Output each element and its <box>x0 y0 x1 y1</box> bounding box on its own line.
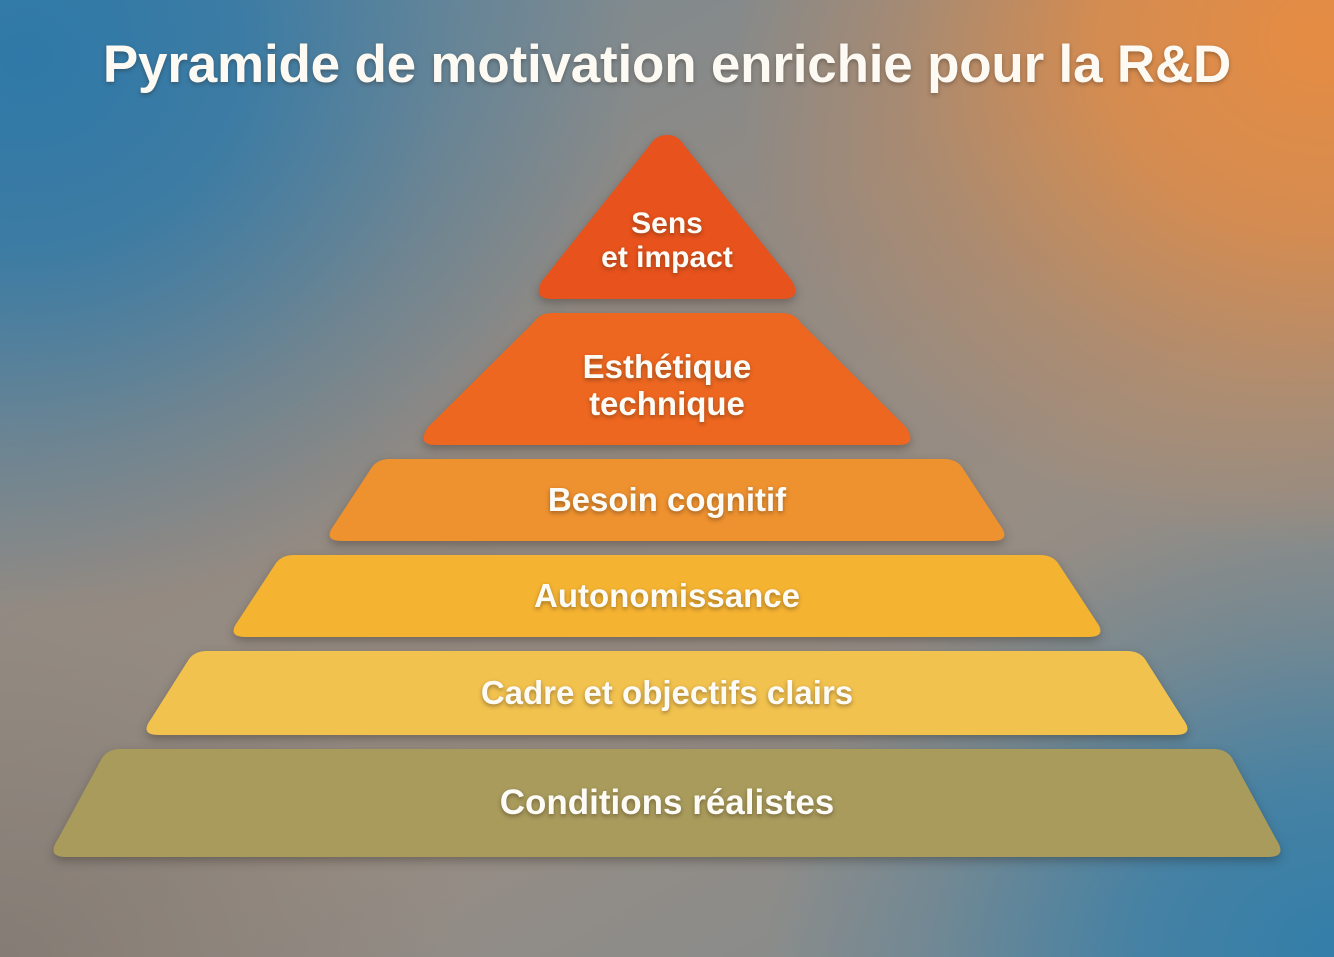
page-title: Pyramide de motivation enrichie pour la … <box>102 35 1232 94</box>
pyramid-tier-5-shape <box>146 651 1188 735</box>
pyramid-tier-6-shape <box>53 749 1281 857</box>
pyramid-tier-3[interactable]: Besoin cognitif <box>320 455 1014 545</box>
pyramid-tier-4[interactable]: Autonomissance <box>224 551 1110 641</box>
pyramid-tier-1[interactable]: Sens et impact <box>530 131 804 303</box>
pyramid-tier-3-shape <box>329 459 1005 541</box>
pyramid-tier-6[interactable]: Conditions réalistes <box>44 745 1290 861</box>
pyramid-tier-4-shape <box>233 555 1101 637</box>
pyramid-chart: Sens et impact Esthétique technique Beso… <box>0 131 1334 891</box>
pyramid-tier-2[interactable]: Esthétique technique <box>414 309 920 449</box>
pyramid-tier-2-shape <box>423 313 911 445</box>
pyramid-tier-5[interactable]: Cadre et objectifs clairs <box>137 647 1197 739</box>
pyramid-tier-1-shape <box>538 135 796 299</box>
